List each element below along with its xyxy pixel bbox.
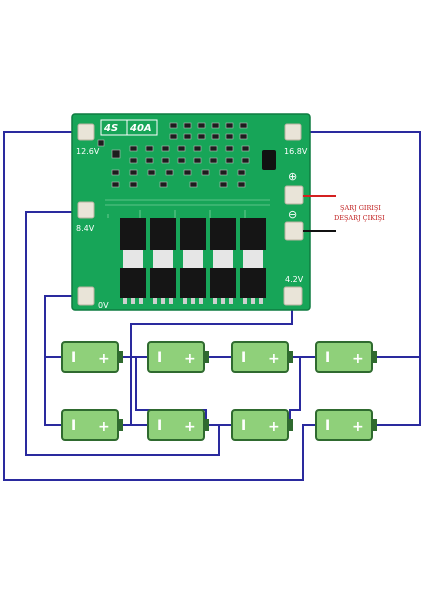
battery-minus-symbol: I bbox=[157, 350, 162, 366]
minus-symbol: ⊖ bbox=[288, 208, 297, 221]
battery-plus-symbol: + bbox=[352, 351, 364, 367]
battery-cell: I+ bbox=[315, 341, 377, 373]
battery-cell: I+ bbox=[147, 409, 209, 441]
battery-terminal bbox=[372, 351, 377, 363]
battery-minus-symbol: I bbox=[325, 418, 330, 434]
battery-plus-symbol: + bbox=[268, 419, 280, 435]
pad-label-0v: 0V bbox=[98, 301, 109, 310]
mosfet-row-top bbox=[120, 218, 266, 260]
traces bbox=[105, 199, 270, 218]
battery-minus-symbol: I bbox=[157, 418, 162, 434]
pad-4v2 bbox=[283, 286, 303, 306]
battery-terminal bbox=[288, 351, 293, 363]
battery-cell: I+ bbox=[231, 409, 293, 441]
pad-label-4v2: 4.2V bbox=[285, 275, 304, 284]
bms-board: 4S 40A bbox=[71, 113, 311, 311]
battery-cell: I+ bbox=[61, 341, 123, 373]
battery-cell: I+ bbox=[147, 341, 209, 373]
pad-minus bbox=[284, 221, 304, 241]
pad-16v8 bbox=[284, 123, 302, 141]
battery-plus-symbol: + bbox=[184, 351, 196, 367]
wiring bbox=[3, 131, 421, 481]
board-title-box bbox=[100, 119, 158, 136]
pad-label-8v4: 8.4V bbox=[76, 224, 95, 233]
wire-16v8 bbox=[295, 131, 421, 426]
plus-symbol: ⊕ bbox=[288, 170, 297, 183]
battery-cells: I+I+I+I+I+I+I+I+ bbox=[61, 341, 377, 441]
battery-plus-symbol: + bbox=[184, 419, 196, 435]
output-leads bbox=[303, 195, 336, 232]
discharge-output-label: DEŞARJ ÇIKIŞI bbox=[334, 214, 385, 222]
battery-minus-symbol: I bbox=[241, 418, 246, 434]
battery-minus-symbol: I bbox=[325, 350, 330, 366]
battery-plus-symbol: + bbox=[98, 351, 110, 367]
charge-input-label: ŞARJ GIRIŞI bbox=[340, 204, 381, 212]
battery-minus-symbol: I bbox=[241, 350, 246, 366]
battery-terminal bbox=[204, 419, 209, 431]
battery-terminal bbox=[372, 419, 377, 431]
wire-0v-b bbox=[44, 357, 62, 426]
battery-plus-symbol: + bbox=[268, 351, 280, 367]
battery-minus-symbol: I bbox=[71, 350, 76, 366]
pad-label-16v8: 16.8V bbox=[284, 147, 308, 156]
wire-12v6 bbox=[3, 131, 318, 481]
pad-0v bbox=[77, 286, 95, 306]
battery-cell: I+ bbox=[61, 409, 123, 441]
wire-r1r2-c3 bbox=[289, 357, 301, 425]
board-current-label: 40A bbox=[129, 123, 152, 134]
pad-8v4 bbox=[77, 201, 95, 219]
mosfet-row-bottom bbox=[120, 260, 266, 304]
pad-plus bbox=[284, 185, 304, 205]
pad-label-12v6: 12.6V bbox=[76, 147, 100, 156]
battery-terminal bbox=[118, 351, 123, 363]
battery-cell: I+ bbox=[315, 409, 377, 441]
battery-minus-symbol: I bbox=[71, 418, 76, 434]
battery-cell: I+ bbox=[231, 341, 293, 373]
board-cells-label: 4S bbox=[103, 123, 118, 134]
battery-terminal bbox=[204, 351, 209, 363]
battery-terminal bbox=[118, 419, 123, 431]
battery-plus-symbol: + bbox=[352, 419, 364, 435]
battery-plus-symbol: + bbox=[98, 419, 110, 435]
battery-terminal bbox=[288, 419, 293, 431]
smd-components bbox=[97, 122, 250, 188]
pad-12v6 bbox=[77, 123, 95, 141]
wire-0v bbox=[44, 295, 80, 358]
solder-pads bbox=[77, 123, 304, 306]
transistor-package bbox=[262, 150, 276, 170]
